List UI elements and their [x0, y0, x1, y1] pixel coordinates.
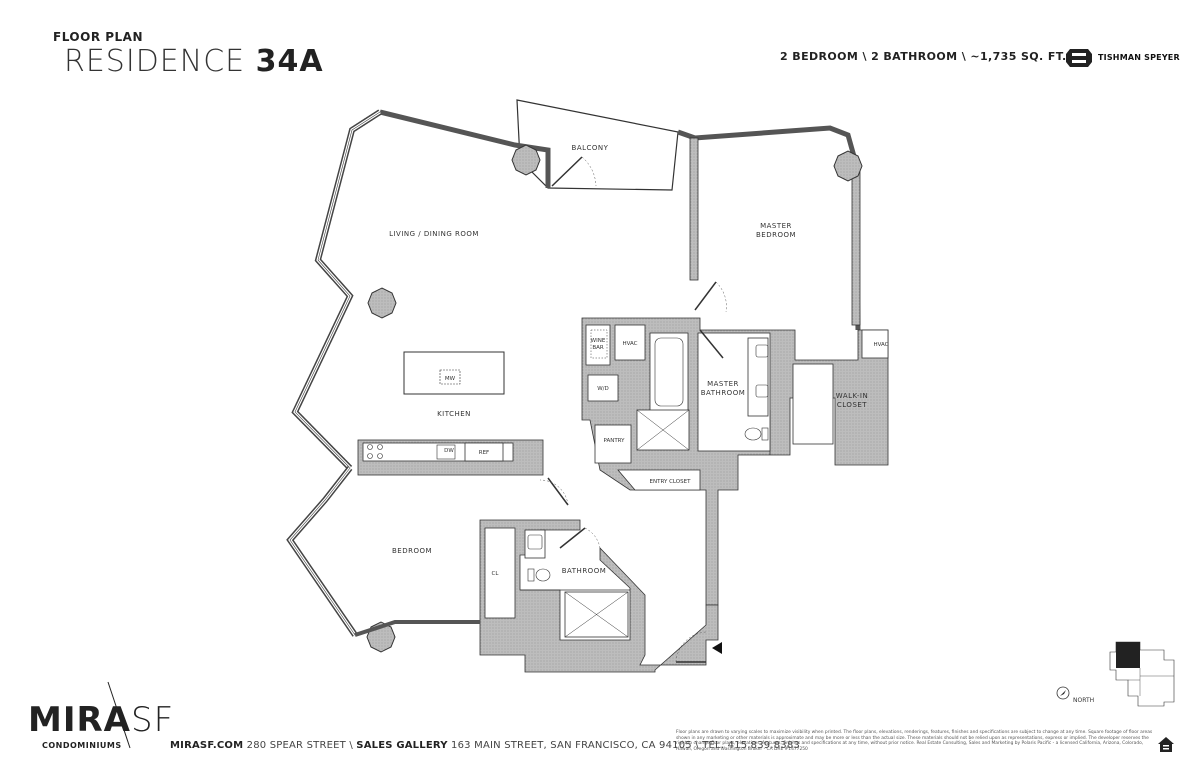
room-label-walk-in-1: WALK-IN: [836, 392, 868, 400]
column: [511, 144, 541, 176]
footer-sep-2: \: [695, 740, 699, 751]
unit-stats: 2 BEDROOM \ 2 BATHROOM \ ~1,735 SQ. FT.: [780, 50, 1067, 63]
room-label-living: LIVING / DINING ROOM: [389, 230, 479, 238]
room-label-walk-in-2: CLOSET: [837, 401, 867, 409]
footer-address: 280 SPEAR STREET: [246, 740, 346, 751]
room-label-master-bedroom-1: MASTER: [760, 222, 792, 230]
room-label-master-bath-1: MASTER: [707, 380, 739, 388]
equal-housing-icon: [1158, 737, 1174, 752]
title-prefix: RESIDENCE: [64, 44, 246, 79]
legal-disclaimer: Floor plans are drawn to varying scales …: [676, 730, 1153, 752]
column: [367, 287, 397, 319]
fixture-label-mw: MW: [445, 376, 456, 382]
footer-gallery-address: 163 MAIN STREET, SAN FRANCISCO, CA 94105: [451, 740, 692, 751]
footer-sep: \: [349, 740, 353, 751]
north-label: NORTH: [1073, 697, 1095, 704]
fixture-label-hvac: HVAC: [622, 341, 637, 347]
fixture-label-hvac-2: HVAC: [873, 342, 888, 348]
mira-slash-icon: [107, 681, 131, 749]
footer-site[interactable]: MIRASF.COM: [170, 740, 244, 751]
fixture-label-wine-2: BAR: [592, 345, 604, 351]
room-label-master-bedroom-2: BEDROOM: [756, 231, 796, 239]
room-label-balcony: BALCONY: [572, 144, 609, 152]
room-label-entry-closet: ENTRY CLOSET: [650, 479, 692, 485]
fixture-label-ref: REF: [479, 450, 489, 456]
exterior-glazing-north: [291, 109, 382, 471]
developer-name: TISHMAN SPEYER: [1098, 53, 1180, 62]
room-label-bathroom: BATHROOM: [562, 567, 607, 575]
north-arrow-icon: [1056, 686, 1070, 700]
page-title: RESIDENCE 34A: [64, 44, 324, 79]
door-swings: [547, 156, 724, 663]
room-label-pantry: PANTRY: [603, 438, 625, 444]
fixture-label-cl: CL: [492, 571, 500, 577]
kitchen-island: [403, 351, 505, 395]
room-label-master-bath-2: BATHROOM: [701, 389, 746, 397]
mira-logo: MIRASF: [28, 700, 174, 740]
mira-subtitle: CONDOMINIUMS: [42, 741, 122, 750]
exterior-glazing-south: [286, 466, 358, 637]
footer-gallery-label: SALES GALLERY: [356, 740, 448, 751]
column: [833, 150, 863, 182]
room-label-bedroom: BEDROOM: [392, 547, 432, 555]
fixture-label-wd: W/D: [597, 386, 609, 392]
fixture-label-dw: DW: [444, 448, 454, 454]
title-unit: 34A: [255, 44, 324, 79]
room-label-kitchen: KITCHEN: [437, 410, 471, 418]
fixture-label-wine-1: WINE: [591, 338, 606, 344]
tishman-speyer-logo-icon: [1066, 49, 1092, 67]
mira-logo-sf: SF: [130, 700, 175, 740]
key-plan: [1109, 641, 1175, 707]
footer-phone: TEL. 415.839.8383: [702, 740, 800, 751]
footer-contact: MIRASF.COM 280 SPEAR STREET \ SALES GALL…: [170, 740, 800, 751]
entry-arrow: [712, 642, 722, 654]
page-kicker: FLOOR PLAN: [53, 30, 144, 44]
mira-logo-main: MIRA: [28, 700, 131, 740]
